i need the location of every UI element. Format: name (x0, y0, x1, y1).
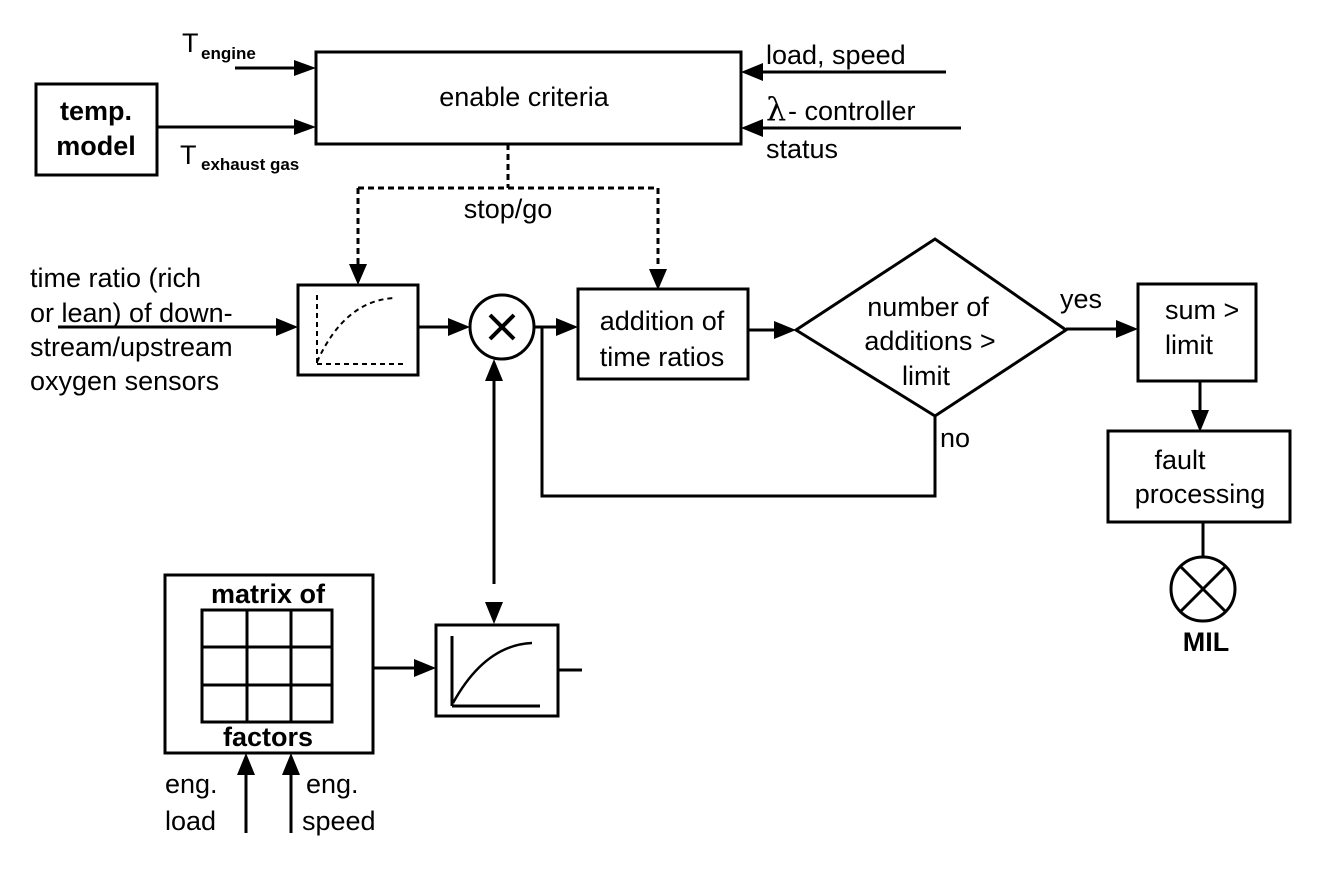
enable-criteria-label: enable criteria (439, 82, 610, 112)
matrix-label-top: matrix of (211, 579, 326, 609)
arrowhead-icon (741, 119, 763, 137)
arrowhead-icon (349, 264, 367, 285)
arrowhead-icon (485, 602, 503, 624)
arrowhead-icon (294, 119, 316, 135)
fault-label-2: processing (1135, 479, 1266, 509)
decision-block: number of additions > limit (793, 237, 1069, 418)
enable-criteria-block: enable criteria (314, 50, 743, 146)
lambda-status-label: status (766, 134, 838, 164)
lambda-controller-label: - controller (788, 96, 916, 126)
curve-icon (316, 297, 396, 363)
arrowhead-icon (282, 753, 300, 775)
eng-load-label-2: load (165, 806, 216, 836)
t-engine-label: T engine (182, 28, 256, 63)
addition-label-1: addition of (600, 306, 725, 336)
input-text-line: stream/upstream (30, 332, 233, 362)
input-text-line: time ratio (rich (30, 263, 201, 293)
input-text-line: oxygen sensors (30, 366, 219, 396)
arrowhead-icon (448, 318, 470, 336)
sensor-input-label: time ratio (rich or lean) of down- strea… (30, 263, 233, 396)
eng-speed-label-2: speed (302, 806, 376, 836)
sum-limit-label-2: limit (1165, 330, 1213, 360)
arrowhead-icon (649, 269, 667, 290)
decision-label-2: additions > (864, 326, 995, 356)
feedback-loop-line (540, 327, 937, 498)
temp-model-label-1: temp. (60, 96, 132, 126)
matrix-grid-icon (200, 608, 334, 724)
curve-icon (451, 641, 533, 704)
arrowhead-icon (237, 753, 255, 775)
t-exhaust-sub: exhaust gas (201, 155, 299, 174)
decision-label-3: limit (902, 361, 950, 391)
arrowhead-icon (1191, 410, 1209, 432)
fault-label-1: fault (1154, 445, 1206, 475)
enable-characteristic-block (296, 283, 420, 377)
factor-characteristic-block (434, 623, 560, 718)
arrowhead-icon (485, 359, 503, 381)
eng-load-label-1: eng. (165, 769, 218, 799)
no-label: no (940, 423, 970, 453)
arrowhead-icon (741, 63, 763, 81)
arrowhead-icon (556, 318, 578, 336)
decision-label-1: number of (867, 292, 989, 322)
eng-speed-label-1: eng. (306, 769, 359, 799)
arrowhead-icon (774, 321, 796, 339)
stop-go-label: stop/go (464, 194, 553, 224)
arrowhead-icon (1116, 320, 1138, 338)
temp-model-block: temp. model (34, 82, 159, 177)
lambda-symbol: λ (766, 90, 786, 128)
temp-model-label-2: model (56, 131, 136, 161)
stop-go-signal (356, 144, 660, 265)
matrix-block: matrix of factors (163, 573, 375, 755)
sum-limit-block: sum > limit (1136, 282, 1258, 383)
mil-lamp-icon (1169, 555, 1237, 623)
addition-label-2: time ratios (600, 342, 725, 372)
t-engine-main: T (182, 28, 199, 58)
t-exhaust-label: T exhaust gas (180, 140, 299, 174)
multiplier-node (468, 293, 536, 361)
arrowhead-icon (276, 318, 298, 336)
fault-processing-block: fault processing (1106, 429, 1292, 524)
sum-limit-label-1: sum > (1165, 295, 1239, 325)
mil-label: MIL (1183, 627, 1230, 657)
yes-label: yes (1060, 284, 1102, 314)
input-text-line: or lean) of down- (30, 298, 233, 328)
t-exhaust-main: T (180, 140, 197, 170)
t-engine-sub: engine (201, 44, 256, 63)
arrowhead-icon (294, 60, 316, 76)
matrix-label-bottom: factors (223, 722, 313, 752)
load-speed-label: load, speed (766, 40, 906, 70)
arrowhead-icon (414, 659, 436, 677)
addition-block: addition of time ratios (576, 287, 750, 381)
